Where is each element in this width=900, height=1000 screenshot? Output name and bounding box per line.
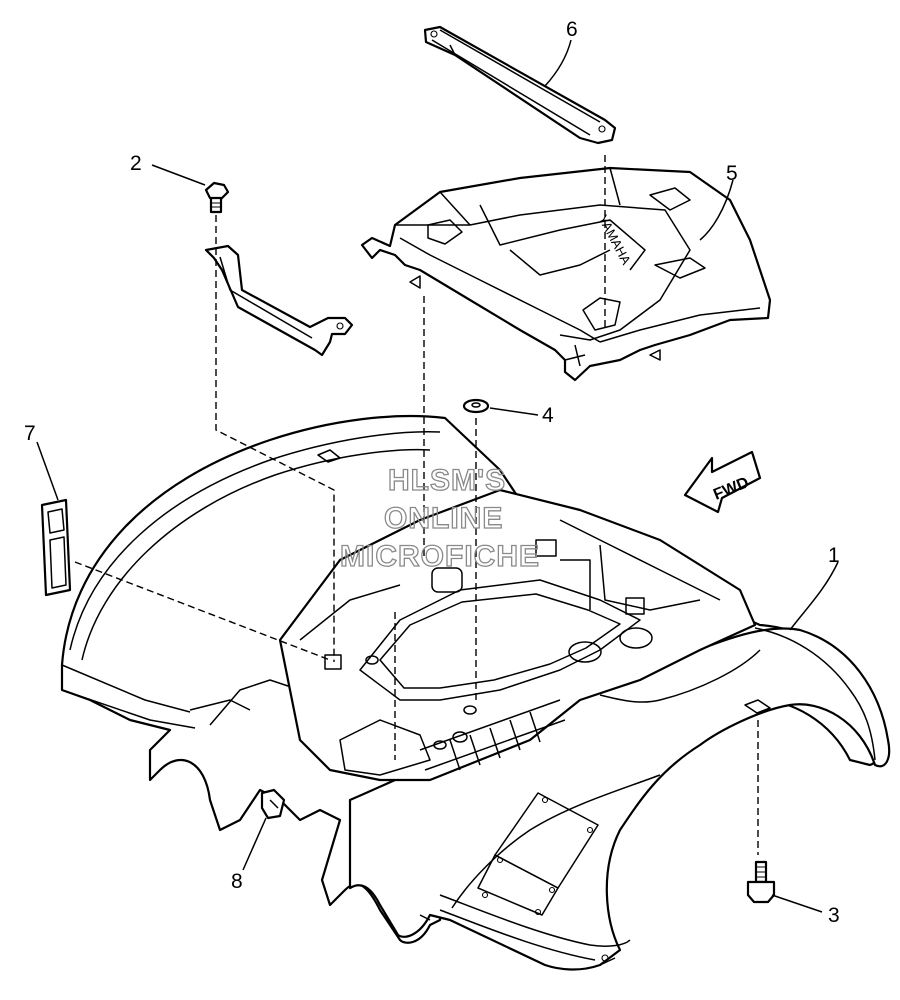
watermark: HLSM'S ONLINE MICROFICHE	[339, 463, 540, 573]
callout-6: 6	[566, 18, 578, 41]
rear-fender[interactable]	[60, 414, 891, 971]
callout-1: 1	[828, 544, 840, 567]
watermark-line-1: HLSM'S	[388, 464, 506, 497]
assembly-lines	[74, 155, 759, 855]
bracket[interactable]	[204, 244, 354, 357]
callouts: 1 2 3 4 5 6 7 8	[24, 18, 840, 927]
clip-8[interactable]	[260, 788, 286, 820]
bolt-3[interactable]	[746, 860, 776, 904]
callout-5: 5	[726, 162, 738, 185]
reflector-7[interactable]	[40, 498, 72, 597]
rear-cover[interactable]: YAMAHA	[360, 166, 772, 382]
callout-4: 4	[542, 404, 554, 427]
leader-lines	[36, 39, 839, 913]
screw-2[interactable]	[204, 181, 230, 214]
rack-plate[interactable]	[423, 25, 617, 145]
callout-3: 3	[828, 904, 840, 927]
callout-7: 7	[24, 422, 36, 445]
watermark-line-3: MICROFICHE	[340, 540, 540, 573]
callout-2: 2	[130, 152, 142, 175]
grommet-4[interactable]	[462, 398, 490, 414]
fwd-arrow: FWD	[683, 450, 762, 514]
callout-8: 8	[231, 870, 243, 893]
watermark-line-2: ONLINE	[384, 502, 503, 535]
